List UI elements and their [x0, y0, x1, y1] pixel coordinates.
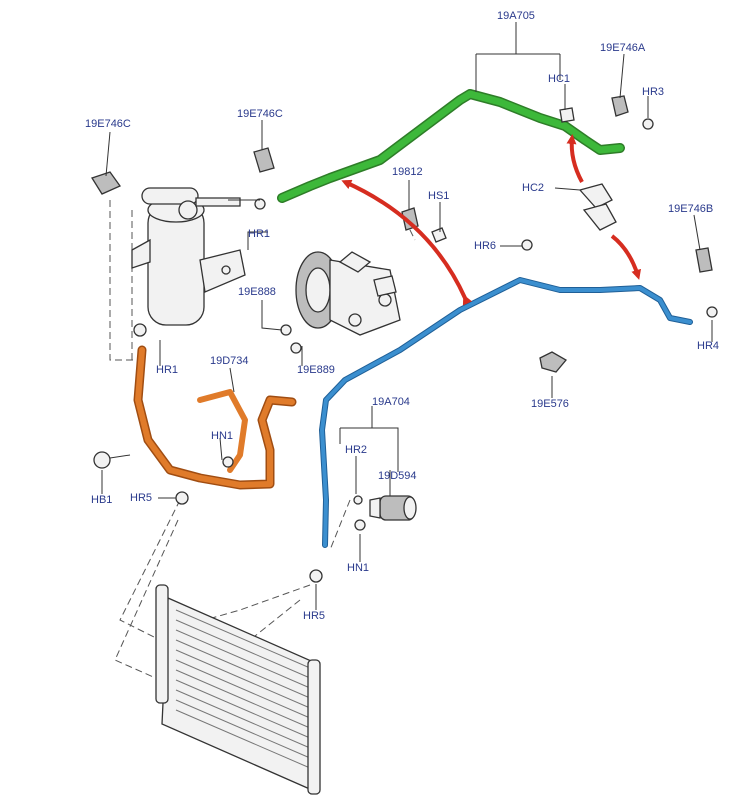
label-hb1: HB1: [91, 494, 113, 506]
discharge-line-highlight: [135, 347, 295, 488]
label-19e576: 19E576: [531, 398, 569, 410]
label-hr5-bottom: HR5: [303, 610, 326, 622]
service-caps: [93, 239, 567, 469]
condenser: [155, 584, 321, 795]
leader-lines: [101, 22, 713, 610]
label-19e889: 19E889: [297, 364, 335, 376]
label-19d594: 19D594: [378, 470, 417, 482]
label-hn1-right: HN1: [347, 562, 370, 574]
label-19e746a: 19E746A: [600, 42, 646, 54]
label-19e746c-left: 19E746C: [85, 118, 131, 130]
receiver-drier: [131, 187, 246, 326]
pressure-switch: [369, 495, 417, 521]
label-hc1: HC1: [548, 73, 571, 85]
label-hc2: HC2: [522, 182, 545, 194]
label-19e746b: 19E746B: [668, 203, 714, 215]
label-19a704: 19A704: [372, 396, 410, 408]
label-hr5-left: HR5: [130, 492, 153, 504]
label-hn1-left: HN1: [211, 430, 234, 442]
label-hr1-bottom: HR1: [156, 364, 179, 376]
red-arrows: [341, 134, 642, 306]
label-hr6: HR6: [474, 240, 497, 252]
label-hr1-top: HR1: [248, 228, 271, 240]
label-hr3: HR3: [642, 86, 665, 98]
discharge-line-branch: [197, 389, 248, 473]
label-19e888: 19E888: [238, 286, 276, 298]
label-hr4: HR4: [697, 340, 720, 352]
label-19d734: 19D734: [210, 355, 249, 367]
liquid-line-highlight: [320, 278, 692, 547]
arrow-curved: [341, 179, 473, 306]
compressor: [295, 251, 401, 336]
label-19812: 19812: [392, 166, 423, 178]
arrow-hc2: [610, 234, 642, 280]
arrow-hc1: [566, 134, 584, 183]
label-19a705: 19A705: [497, 10, 535, 22]
label-hs1: HS1: [428, 190, 450, 202]
label-hr2: HR2: [345, 444, 368, 456]
suction-line-highlight: [278, 90, 624, 202]
label-19e746c-mid: 19E746C: [237, 108, 283, 120]
